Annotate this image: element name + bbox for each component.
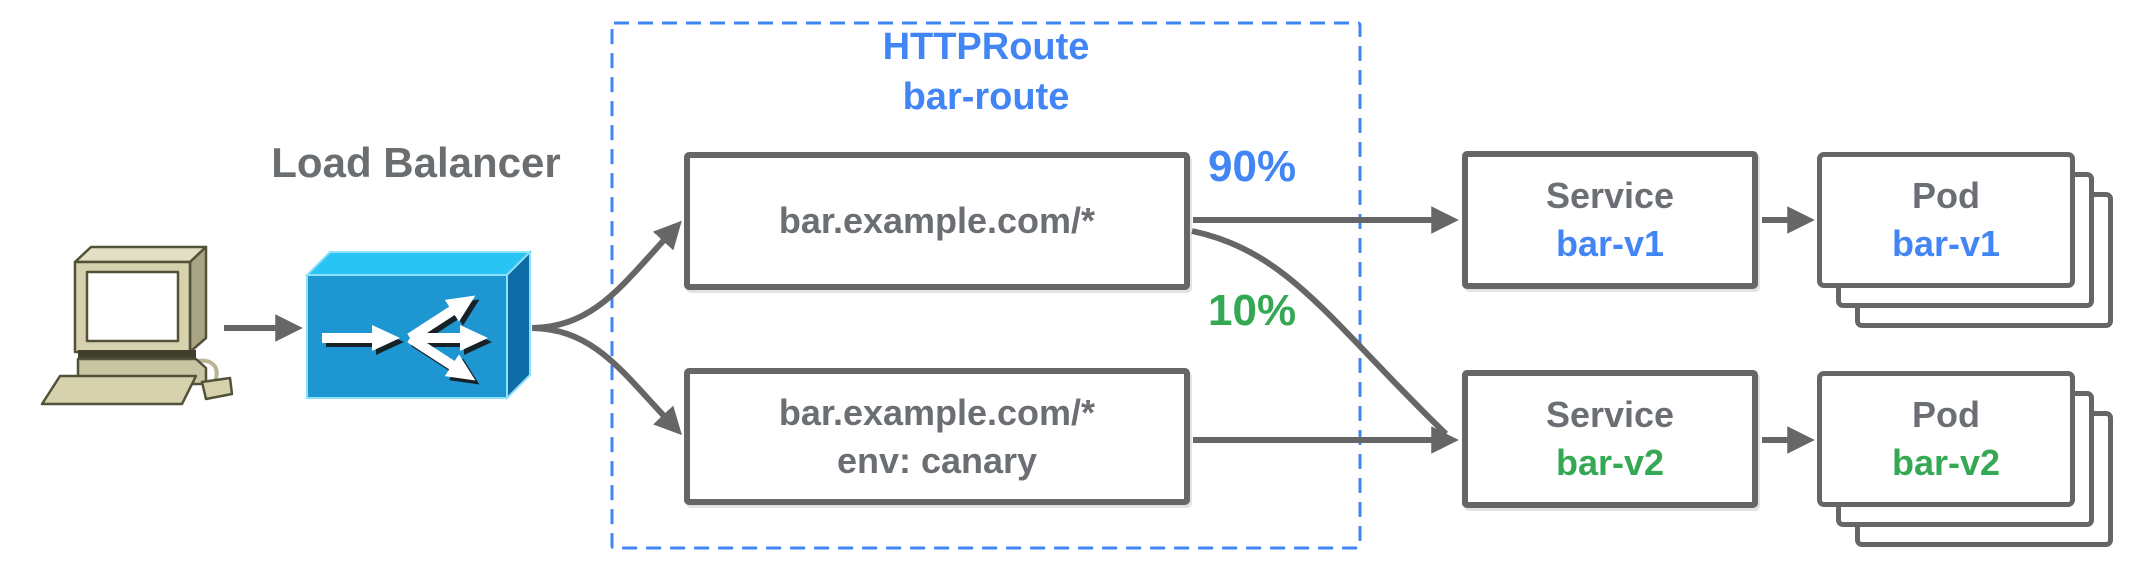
route-rule-1-match: bar.example.com/* — [778, 200, 1096, 241]
weight-label-10: 10% — [1208, 286, 1297, 335]
load-balancer-icon — [304, 249, 533, 401]
pod-stack-bar-v1: Pod bar-v1 — [1817, 152, 2117, 332]
httproute-name-label: bar-route — [902, 76, 1070, 118]
pod-name-label: bar-v1 — [1891, 223, 2001, 264]
pod-name-label: bar-v2 — [1891, 442, 2001, 483]
service-name-label: bar-v1 — [1555, 223, 1665, 264]
pod-box-bar-v1: Pod bar-v1 — [1817, 152, 2075, 288]
route-rule-box-2: bar.example.com/* env: canary — [684, 368, 1190, 505]
httproute-kind-label: HTTPRoute — [882, 26, 1090, 68]
service-kind-label: Service — [1545, 394, 1675, 435]
route-rule-box-1: bar.example.com/* — [684, 152, 1190, 290]
pod-kind-label: Pod — [1912, 394, 1980, 435]
httproute-boundary-box — [610, 21, 1362, 550]
service-box-bar-v1: Service bar-v1 — [1462, 151, 1758, 289]
pod-box-bar-v2: Pod bar-v2 — [1817, 371, 2075, 507]
arrow-lb-to-rule2 — [531, 325, 682, 436]
service-kind-label: Service — [1545, 175, 1675, 216]
weight-label-90: 90% — [1208, 142, 1297, 191]
httproute-title: HTTPRoute bar-route — [736, 22, 1236, 122]
route-rule-2-match: bar.example.com/* — [778, 391, 1096, 433]
route-rule-2-header: env: canary — [836, 439, 1038, 481]
service-box-bar-v2: Service bar-v2 — [1462, 370, 1758, 508]
service-name-label: bar-v2 — [1555, 442, 1665, 483]
load-balancer-label: Load Balancer — [271, 139, 561, 186]
pod-stack-bar-v2: Pod bar-v2 — [1817, 371, 2117, 551]
pod-kind-label: Pod — [1912, 175, 1980, 216]
arrow-rule1-to-service-v2 — [1191, 228, 1449, 437]
arrow-lb-to-rule1 — [531, 220, 682, 331]
desktop-computer-icon — [40, 245, 234, 406]
